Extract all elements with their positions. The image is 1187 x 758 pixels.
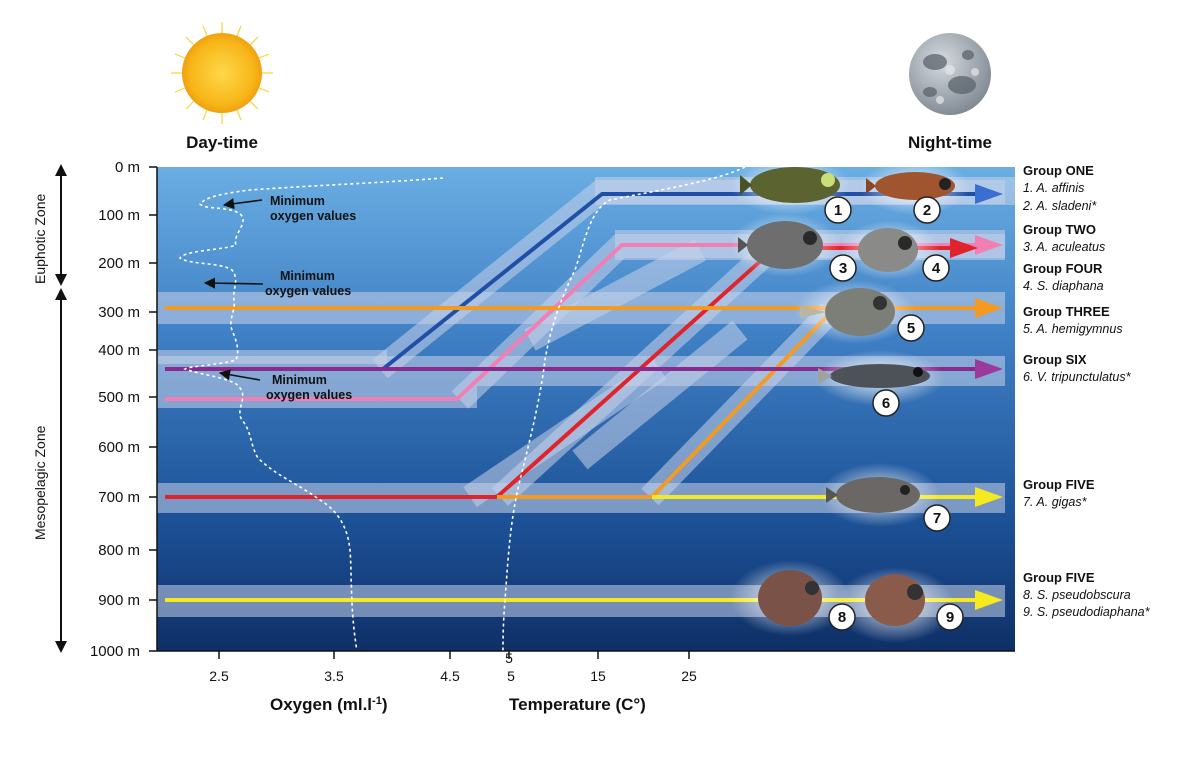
fish-badges: 1 2 3 4 5 6 7 8 9 [824,196,964,631]
euphotic-zone-label: Euphotic Zone [32,194,48,284]
moon-icon [909,33,991,115]
oxygen-annotation-1: Minimum oxygen values [222,194,356,223]
svg-text:Group TWO: Group TWO [1023,222,1096,237]
oxygen-profile [178,177,444,652]
temperature-profile [502,166,746,652]
legend-group-two: Group TWO 3. A. aculeatus [1023,222,1105,254]
svg-text:1. A. affinis: 1. A. affinis [1023,181,1084,195]
svg-text:5. A. hemigymnus: 5. A. hemigymnus [1023,322,1123,336]
fish-7-image [826,477,920,513]
svg-text:9. S. pseudodiaphana*: 9. S. pseudodiaphana* [1023,605,1151,619]
depth-label-400: 400 m [98,342,140,359]
oxygen-annotation-3: Minimum oxygen values [218,369,352,402]
sun-icon [171,22,273,124]
night-time-label: Night-time [908,133,992,152]
day-time-label: Day-time [186,133,258,152]
legend-group-five-a: Group FIVE 7. A. gigas* [1023,477,1095,509]
fish-1-image [740,167,840,203]
svg-text:2. A. sladeni*: 2. A. sladeni* [1022,199,1097,213]
bottom-axis: 2.5 3.5 4.5 5 5 15 25 Oxygen (ml.l-1) Te… [157,650,1015,714]
temperature-tick-15: 15 [590,668,606,684]
depth-axis: 0 m 100 m 200 m 300 m 400 m 500 m 600 m … [90,159,158,660]
fish-3-image [738,221,823,269]
svg-text:7: 7 [933,510,941,527]
arrow-heads [950,184,1003,610]
svg-text:oxygen values: oxygen values [270,209,356,223]
badge-9: 9 [936,603,964,631]
legend-group-four: Group FOUR 4. S. diaphana [1023,261,1104,293]
temperature-tick-25: 25 [681,668,697,684]
svg-text:Minimum: Minimum [272,373,327,387]
badge-4: 4 [922,254,950,282]
svg-text:3. A. aculeatus: 3. A. aculeatus [1023,240,1105,254]
svg-text:Minimum: Minimum [270,194,325,208]
svg-text:3: 3 [839,260,847,277]
depth-label-900: 900 m [98,592,140,609]
svg-text:Group FIVE: Group FIVE [1023,477,1095,492]
svg-text:Group FIVE: Group FIVE [1023,570,1095,585]
svg-text:6: 6 [882,395,890,412]
temperature-tick-5: 5 [507,668,515,684]
depth-label-0: 0 m [115,159,140,176]
depth-label-200: 200 m [98,255,140,272]
fish-2-image [866,172,955,200]
badge-1: 1 [824,196,852,224]
depth-label-500: 500 m [98,389,140,406]
fish-6-image [818,364,930,388]
depth-label-600: 600 m [98,439,140,456]
legend-group-three: Group THREE 5. A. hemigymnus [1023,304,1123,336]
svg-text:1: 1 [834,202,842,219]
svg-text:9: 9 [946,609,954,626]
oxygen-annotation-2: Minimum oxygen values [203,269,351,298]
svg-text:oxygen values: oxygen values [266,388,352,402]
oxygen-tick-2-5: 2.5 [209,668,229,684]
group-legend: Group ONE 1. A. affinis 2. A. sladeni* G… [1022,163,1151,619]
fish-4-image [858,228,918,272]
legend-group-six: Group SIX 6. V. tripunctulatus* [1023,352,1132,384]
depth-label-1000: 1000 m [90,643,140,660]
legend-group-one: Group ONE 1. A. affinis 2. A. sladeni* [1022,163,1097,213]
svg-text:Group FOUR: Group FOUR [1023,261,1103,276]
badge-8: 8 [828,603,856,631]
fish-9-image [865,574,925,626]
temperature-tick-5-upper: 5 [505,650,513,666]
svg-text:4. S. diaphana: 4. S. diaphana [1023,279,1104,293]
depth-label-800: 800 m [98,542,140,559]
svg-text:Group THREE: Group THREE [1023,304,1110,319]
svg-text:oxygen values: oxygen values [265,284,351,298]
oxygen-tick-3-5: 3.5 [324,668,344,684]
oxygen-axis-title: Oxygen (ml.l-1) [270,695,387,714]
fish-8-image [758,570,822,626]
svg-text:7. A. gigas*: 7. A. gigas* [1023,495,1088,509]
badge-2: 2 [913,196,941,224]
svg-text:Minimum: Minimum [280,269,335,283]
svg-text:Group SIX: Group SIX [1023,352,1087,367]
badge-7: 7 [923,504,951,532]
oxygen-tick-4-5: 4.5 [440,668,460,684]
depth-label-300: 300 m [98,304,140,321]
mesopelagic-zone-indicator: Mesopelagic Zone [32,288,67,653]
svg-text:6. V. tripunctulatus*: 6. V. tripunctulatus* [1023,370,1132,384]
fish-5-image [800,288,895,336]
legend-group-five-b: Group FIVE 8. S. pseudobscura 9. S. pseu… [1023,570,1151,619]
mesopelagic-zone-label: Mesopelagic Zone [32,425,48,540]
svg-text:8. S. pseudobscura: 8. S. pseudobscura [1023,588,1131,602]
badge-3: 3 [829,254,857,282]
fish-images [730,155,970,643]
badge-5: 5 [897,314,925,342]
svg-text:5: 5 [907,320,915,337]
svg-text:2: 2 [923,202,931,219]
svg-text:8: 8 [838,609,846,626]
euphotic-zone-indicator: Euphotic Zone [32,164,67,286]
temperature-axis-title: Temperature (C°) [509,695,646,714]
badge-6: 6 [872,389,900,417]
svg-text:4: 4 [932,260,941,277]
depth-label-700: 700 m [98,489,140,506]
depth-label-100: 100 m [98,207,140,224]
svg-text:Group ONE: Group ONE [1023,163,1094,178]
